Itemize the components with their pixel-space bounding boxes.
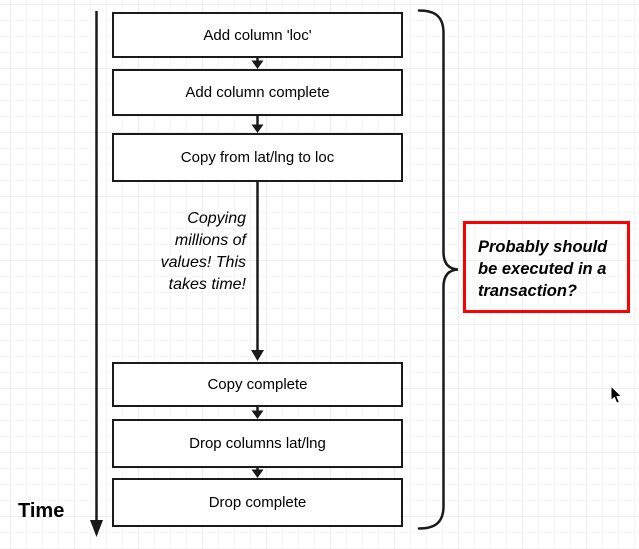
flow-step-label: Add column 'loc' (203, 26, 312, 44)
flow-step-box-add-column-complete[interactable]: Add column complete (112, 69, 403, 116)
flow-step-label: Add column complete (185, 84, 330, 101)
flow-step-box-copy[interactable]: Copy from lat/lng to loc (112, 133, 403, 182)
timing-note-line: Copying (187, 210, 246, 227)
mouse-cursor-icon (610, 384, 623, 404)
flow-step-box-drop-columns[interactable]: Drop columns lat/lng (112, 419, 403, 468)
flow-connector-arrow[interactable] (251, 468, 264, 478)
annotation-line: Probably should (478, 238, 608, 256)
flow-step-label: Copy from lat/lng to loc (180, 149, 335, 166)
annotation-line: be executed in a (478, 260, 607, 278)
flow-step-label: Copy complete (207, 376, 308, 393)
annotation-line: transaction? (478, 282, 578, 300)
flow-step-label: Drop complete (208, 494, 307, 511)
copy-duration-arrow[interactable] (251, 182, 264, 361)
flow-step-box-add-column[interactable]: Add column 'loc' (112, 12, 403, 58)
timing-note-line: takes time! (168, 276, 246, 293)
flow-step-box-drop-complete[interactable]: Drop complete (112, 478, 403, 527)
annotation-box-transaction[interactable]: Probably should be executed in a transac… (463, 221, 630, 313)
timing-note-line: millions of (174, 232, 246, 249)
grouping-brace[interactable] (417, 9, 459, 530)
flow-connector-arrow[interactable] (251, 58, 264, 69)
flow-step-box-copy-complete[interactable]: Copy complete (112, 362, 403, 407)
time-axis-label[interactable]: Time (18, 500, 65, 522)
timing-note-line: values! This (160, 254, 246, 271)
flow-step-label: Drop columns lat/lng (189, 435, 326, 452)
flow-connector-arrow[interactable] (251, 407, 264, 419)
time-axis-arrow[interactable] (90, 11, 103, 537)
timing-note-text[interactable]: Copying millions of values! This takes t… (126, 208, 246, 296)
flow-connector-arrow[interactable] (251, 116, 264, 133)
